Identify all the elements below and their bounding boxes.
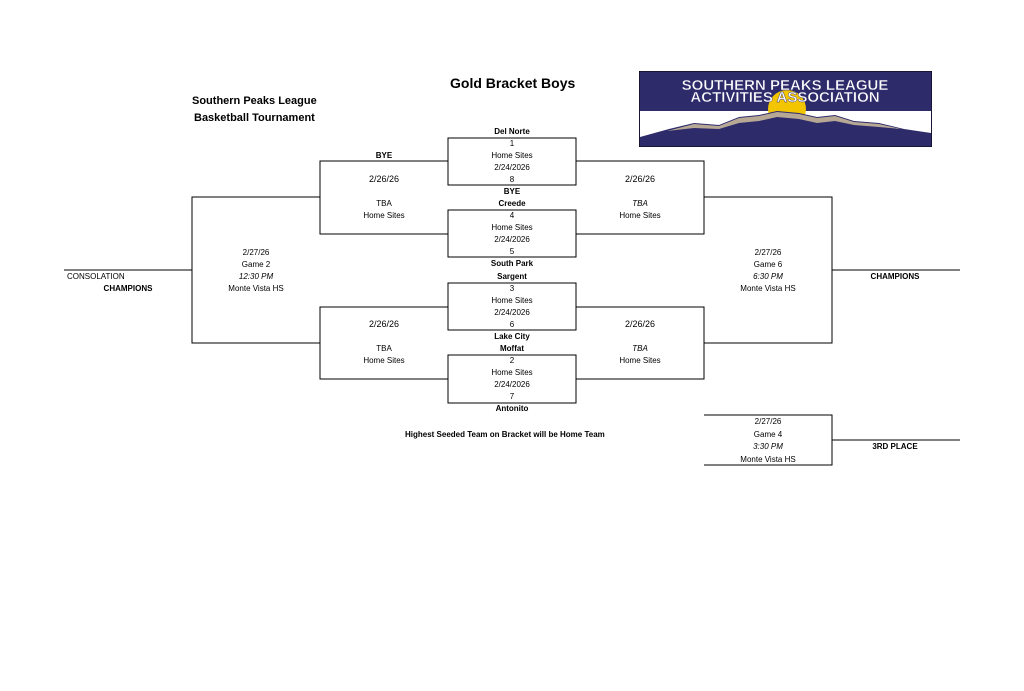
third-place-date: 2/27/26 [754, 417, 782, 426]
right-semi-2-date: 2/26/26 [624, 319, 656, 329]
right-semi-2-time: TBA [632, 344, 648, 353]
game-date: 2/24/2026 [494, 163, 530, 172]
game-date: 2/24/2026 [494, 308, 530, 317]
right-semi-1-site: Home Sites [619, 211, 661, 220]
left-semi-bye-label: BYE [375, 151, 393, 160]
left-semi-1-time: TBA [376, 199, 392, 208]
third-place-game: Game 4 [753, 430, 783, 439]
championship-time: 6:30 PM [753, 272, 783, 281]
left-semi-1-site: Home Sites [363, 211, 405, 220]
team-bye: BYE [503, 187, 521, 196]
left-semi-1-date: 2/26/26 [368, 174, 400, 184]
seed-8: 8 [509, 175, 515, 184]
seed-4: 4 [509, 211, 515, 220]
team-lake-city: Lake City [494, 332, 530, 341]
page-title: Gold Bracket Boys [450, 75, 576, 91]
left-semi-2-site: Home Sites [363, 356, 405, 365]
championship-game: Game 6 [753, 260, 783, 269]
right-semi-2-site: Home Sites [619, 356, 661, 365]
championship-site: Monte Vista HS [740, 284, 796, 293]
seed-5: 5 [509, 247, 515, 256]
seed-1: 1 [509, 139, 515, 148]
consolation-label: CONSOLATION [67, 272, 125, 281]
consolation-game: Game 2 [241, 260, 271, 269]
third-place-time: 3:30 PM [753, 442, 783, 451]
third-place-site: Monte Vista HS [740, 455, 796, 464]
tournament-name: Basketball Tournament [194, 112, 315, 124]
consolation-champions-label: CHAMPIONS [103, 284, 153, 293]
game-site: Home Sites [491, 223, 533, 232]
league-logo: SOUTHERN PEAKS LEAGUE ACTIVITIES ASSOCIA… [638, 70, 933, 148]
team-del-norte: Del Norte [494, 127, 530, 136]
right-semi-1-date: 2/26/26 [624, 174, 656, 184]
game-site: Home Sites [491, 296, 533, 305]
seed-6: 6 [509, 320, 515, 329]
consolation-site: Monte Vista HS [228, 284, 284, 293]
left-semi-2-date: 2/26/26 [368, 319, 400, 329]
logo-line-2: ACTIVITIES ASSOCIATION [690, 89, 879, 106]
third-place-label: 3RD PLACE [872, 442, 918, 451]
consolation-date: 2/27/26 [242, 248, 270, 257]
right-semi-1-time: TBA [632, 199, 648, 208]
team-antonito: Antonito [495, 404, 529, 413]
seed-2: 2 [509, 356, 515, 365]
left-semi-2-time: TBA [376, 344, 392, 353]
team-sargent: Sargent [497, 272, 527, 281]
game-site: Home Sites [491, 151, 533, 160]
game-date: 2/24/2026 [494, 235, 530, 244]
logo-line-1: SOUTHERN PEAKS LEAGUE [682, 77, 889, 94]
seed-7: 7 [509, 392, 515, 401]
team-south-park: South Park [490, 259, 534, 268]
seed-3: 3 [509, 284, 515, 293]
consolation-time: 12:30 PM [238, 272, 274, 281]
team-creede: Creede [498, 199, 526, 208]
home-team-note: Highest Seeded Team on Bracket will be H… [405, 430, 605, 439]
game-site: Home Sites [491, 368, 533, 377]
championship-date: 2/27/26 [754, 248, 782, 257]
game-date: 2/24/2026 [494, 380, 530, 389]
league-name: Southern Peaks League [192, 95, 317, 107]
champions-label: CHAMPIONS [870, 272, 920, 281]
team-moffat: Moffat [500, 344, 524, 353]
